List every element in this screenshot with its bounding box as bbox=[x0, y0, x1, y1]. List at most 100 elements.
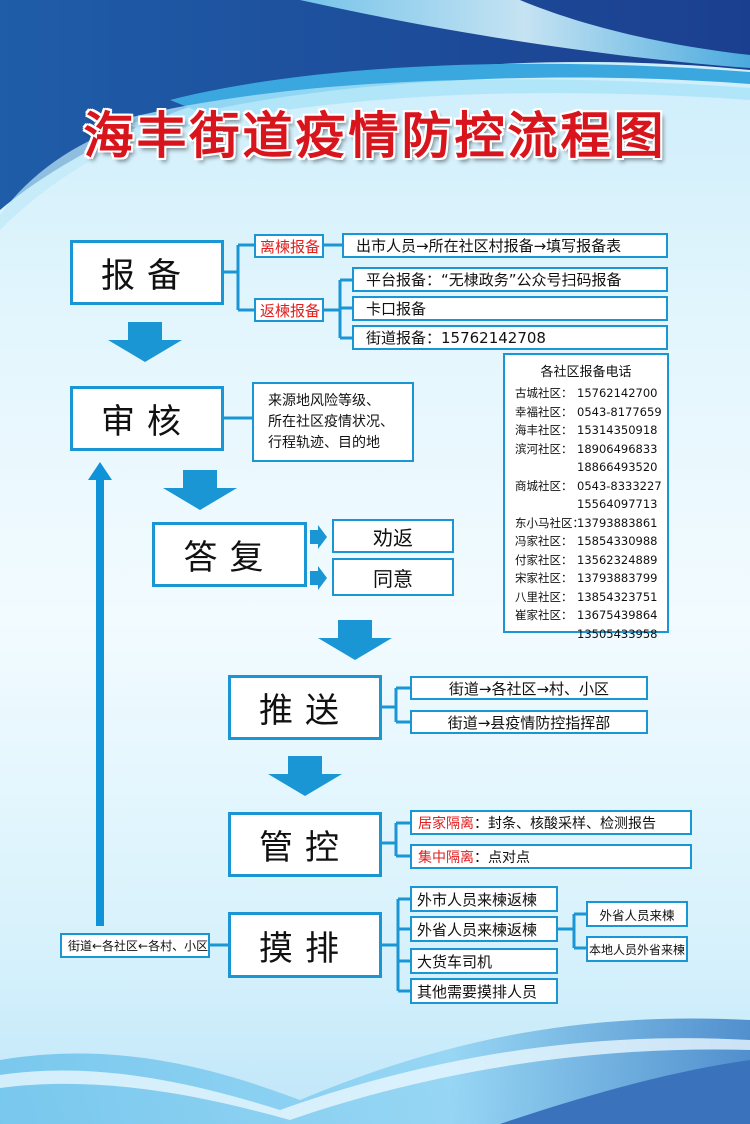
phone-entry: 15564097713 bbox=[505, 495, 667, 514]
feedback-arrow-up-icon bbox=[88, 462, 112, 480]
control-detail: ：封条、核酸采样、检测报告 bbox=[474, 815, 656, 832]
arrow-right-icon bbox=[310, 525, 327, 549]
step-push: 推送 bbox=[228, 675, 382, 740]
step-push-label: 推送 bbox=[259, 691, 351, 731]
reply-option-persuade-return: 劝返 bbox=[332, 519, 454, 553]
phone-entry: 商城社区：0543-8333227 bbox=[505, 477, 667, 496]
connector-screening bbox=[382, 897, 410, 993]
return-item-text: 平台报备：“无棣政务”公众号扫码报备 bbox=[366, 271, 622, 289]
phone-entry: 古城社区： 15762142700 bbox=[505, 384, 667, 403]
community-name: 海丰社区： bbox=[515, 423, 573, 438]
phone-number: 15314350918 bbox=[577, 423, 658, 438]
push-item-text: 街道→县疫情防控指挥部 bbox=[447, 713, 611, 732]
push-item-text: 街道→各社区→村、小区 bbox=[448, 679, 610, 698]
community-name: 八里社区： bbox=[515, 589, 573, 604]
return-item-text: 卡口报备 bbox=[366, 300, 427, 318]
screening-subitem: 外省人员来楝 bbox=[586, 901, 688, 927]
screening-item: 外省人员来楝返楝 bbox=[410, 916, 558, 942]
screening-item-text: 大货车司机 bbox=[417, 952, 493, 971]
community-name: 幸福社区： bbox=[515, 404, 573, 419]
phone-entry: 崔家社区： 13675439864 bbox=[505, 606, 667, 625]
arrow-down-icon bbox=[318, 620, 392, 660]
criteria-line: 所在社区疫情状况、 bbox=[268, 413, 394, 430]
phone-entry: 付家社区： 13562324889 bbox=[505, 551, 667, 570]
community-name: 崔家社区： bbox=[515, 608, 573, 623]
arrow-down-icon bbox=[108, 322, 182, 362]
screening-item-text: 外省人员来楝返楝 bbox=[417, 920, 538, 939]
connector-return bbox=[324, 278, 352, 340]
phone-number: 18866493520 bbox=[577, 460, 658, 475]
step-control-label: 管控 bbox=[259, 828, 351, 868]
reply-option-text: 同意 bbox=[373, 566, 413, 591]
page-title: 海丰街道疫情防控流程图 bbox=[83, 106, 667, 165]
community-name: 付家社区： bbox=[515, 552, 573, 567]
screening-item: 外市人员来楝返楝 bbox=[410, 886, 558, 912]
control-detail: ：点对点 bbox=[474, 849, 530, 866]
control-item-home-isolation: 居家隔离：封条、核酸采样、检测报告 bbox=[410, 810, 692, 835]
step-report-label: 报备 bbox=[101, 256, 193, 296]
step-review-label: 审核 bbox=[101, 402, 193, 442]
phone-number: 13505433958 bbox=[577, 626, 658, 641]
step-report: 报备 bbox=[70, 240, 224, 305]
phone-entry: 宋家社区： 13793883799 bbox=[505, 569, 667, 588]
feedback-route: 街道←各社区←各村、小区 bbox=[60, 933, 210, 958]
phone-entry: 13505433958 bbox=[505, 625, 667, 644]
community-name: 宋家社区： bbox=[515, 571, 573, 586]
community-name: 商城社区： bbox=[515, 478, 573, 493]
screening-item-text: 外市人员来楝返楝 bbox=[417, 890, 538, 909]
phone-number: 13675439864 bbox=[577, 608, 658, 623]
connector-control bbox=[382, 821, 410, 858]
step-screening: 摸排 bbox=[228, 912, 382, 978]
step-control: 管控 bbox=[228, 812, 382, 877]
phone-number: 13793883861 bbox=[577, 515, 658, 530]
phone-number: 15564097713 bbox=[577, 497, 658, 512]
arrow-down-icon bbox=[163, 470, 237, 510]
step-review: 审核 bbox=[70, 386, 224, 451]
branch-return-text: 返楝报备 bbox=[260, 301, 321, 320]
step-reply-label: 答复 bbox=[183, 538, 276, 578]
leave-item-text: 出市人员→所在社区村报备→填写报备表 bbox=[356, 237, 622, 255]
phone-entry: 海丰社区： 15314350918 bbox=[505, 421, 667, 440]
screening-item: 大货车司机 bbox=[410, 948, 558, 974]
phone-number: 13854323751 bbox=[577, 589, 658, 604]
phone-number: 15762142700 bbox=[577, 386, 658, 401]
phone-number: 0543-8177659 bbox=[577, 404, 662, 419]
connector-push bbox=[382, 686, 410, 724]
community-name: 古城社区： bbox=[515, 386, 573, 401]
community-name: 东小马社区： bbox=[515, 515, 584, 530]
step-screening-label: 摸排 bbox=[259, 928, 351, 969]
phone-entry: 八里社区： 13854323751 bbox=[505, 588, 667, 607]
phone-number: 15854330988 bbox=[577, 534, 658, 549]
branch-leave-label: 离楝报备 bbox=[254, 234, 324, 258]
criteria-line: 来源地风险等级、 bbox=[268, 392, 380, 409]
screening-item-text: 其他需要摸排人员 bbox=[417, 982, 538, 1001]
return-item-text: 街道报备：15762142708 bbox=[366, 329, 546, 347]
connector-screening-sub bbox=[558, 912, 586, 950]
branch-leave-text: 离楝报备 bbox=[260, 237, 321, 256]
screening-subitem-text: 本地人员外省来楝 bbox=[588, 942, 685, 957]
branch-return-label: 返楝报备 bbox=[254, 298, 324, 322]
screening-item: 其他需要摸排人员 bbox=[410, 978, 558, 1004]
feedback-line bbox=[96, 478, 104, 926]
return-item: 街道报备：15762142708 bbox=[352, 325, 668, 350]
connector-report bbox=[224, 243, 254, 312]
push-item: 街道→各社区→村、小区 bbox=[410, 676, 648, 700]
return-item: 平台报备：“无棣政务”公众号扫码报备 bbox=[352, 267, 668, 292]
phone-number: 13562324889 bbox=[577, 552, 658, 567]
reply-option-text: 劝返 bbox=[373, 525, 413, 550]
screening-subitem: 本地人员外省来楝 bbox=[586, 936, 688, 962]
control-item-central-isolation: 集中隔离：点对点 bbox=[410, 844, 692, 869]
phone-entry: 东小马社区：13793883861 bbox=[505, 514, 667, 533]
phone-number: 13793883799 bbox=[577, 571, 658, 586]
return-item: 卡口报备 bbox=[352, 296, 668, 321]
community-name: 滨河社区： bbox=[515, 441, 573, 456]
phone-entry: 18866493520 bbox=[505, 458, 667, 477]
control-type: 居家隔离 bbox=[418, 815, 474, 832]
phone-entry: 滨河社区：18906496833 bbox=[505, 440, 667, 459]
push-item: 街道→县疫情防控指挥部 bbox=[410, 710, 648, 734]
phone-entry: 幸福社区： 0543-8177659 bbox=[505, 403, 667, 422]
step-reply: 答复 bbox=[152, 522, 307, 587]
